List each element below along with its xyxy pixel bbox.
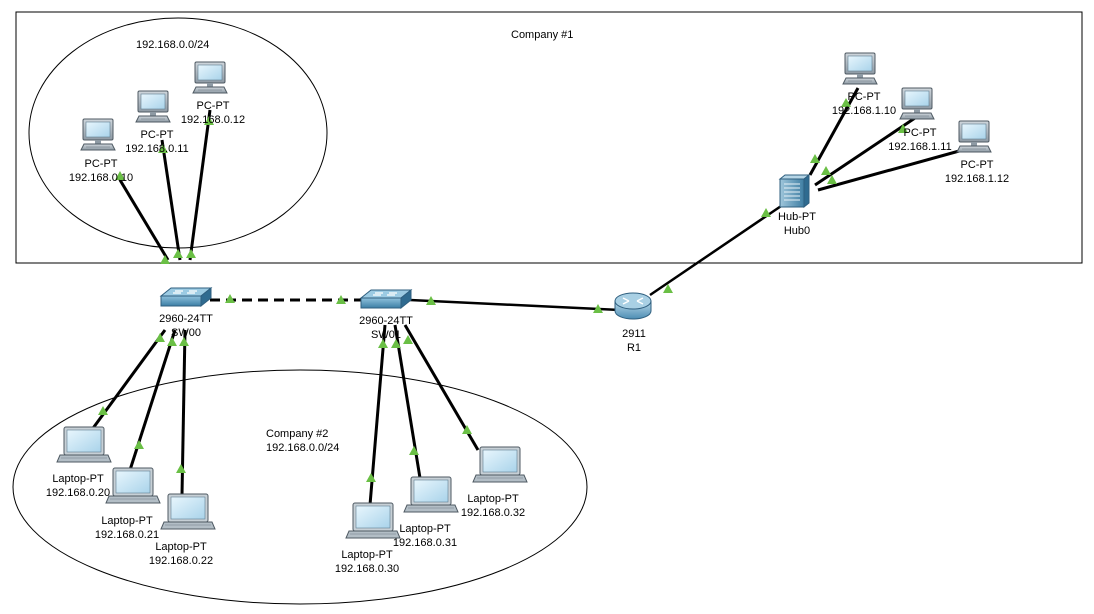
port-indicator bbox=[663, 284, 673, 293]
port-indicator bbox=[593, 304, 603, 313]
pc2-type-label: PC-PT bbox=[197, 100, 230, 112]
port-indicator bbox=[378, 339, 388, 348]
laptop-icon[interactable] bbox=[345, 502, 401, 539]
port-indicator bbox=[98, 406, 108, 415]
pc3-ip-label: 192.168.1.10 bbox=[832, 105, 896, 117]
port-indicator bbox=[225, 294, 235, 303]
port-status-indicators bbox=[98, 98, 908, 482]
pc1-ip-label: 192.168.0.11 bbox=[125, 143, 188, 155]
pc-icon[interactable] bbox=[192, 61, 228, 94]
network-ellipse-top bbox=[28, 17, 328, 249]
link-hub0-pc5 bbox=[817, 146, 971, 192]
port-indicator bbox=[403, 335, 413, 344]
pc-icon[interactable] bbox=[956, 120, 992, 153]
port-indicator bbox=[204, 116, 214, 125]
port-indicator bbox=[761, 208, 771, 217]
port-indicator bbox=[841, 98, 851, 107]
laptop-icon[interactable] bbox=[56, 426, 112, 463]
port-indicator bbox=[173, 249, 183, 258]
router-model-label: 2911 bbox=[622, 328, 646, 340]
port-indicator bbox=[160, 255, 170, 264]
port-indicator bbox=[176, 464, 186, 473]
port-indicator bbox=[115, 171, 125, 180]
links bbox=[86, 87, 971, 506]
lap3-ip-label: 192.168.0.30 bbox=[335, 563, 399, 575]
port-indicator bbox=[898, 124, 908, 133]
switch-icon[interactable] bbox=[360, 289, 412, 309]
lap2-type-label: Laptop-PT bbox=[155, 541, 207, 553]
pc1-type-label: PC-PT bbox=[141, 129, 174, 141]
company2-label: Company #2 bbox=[266, 428, 328, 440]
company1-label: Company #1 bbox=[511, 29, 573, 41]
pc2-ip-label: 192.168.0.12 bbox=[181, 114, 245, 126]
laptop-icon[interactable] bbox=[105, 467, 161, 504]
port-indicator bbox=[409, 446, 419, 455]
pc4-ip-label: 192.168.1.11 bbox=[888, 141, 951, 153]
lap4-type-label: Laptop-PT bbox=[399, 523, 451, 535]
hub0-name-label: Hub0 bbox=[784, 225, 810, 237]
lap2-ip-label: 192.168.0.22 bbox=[149, 555, 213, 567]
laptop-icon[interactable] bbox=[160, 493, 216, 530]
pc-icon[interactable] bbox=[135, 90, 171, 123]
port-indicator bbox=[366, 473, 376, 482]
lap3-type-label: Laptop-PT bbox=[341, 549, 393, 561]
port-indicator bbox=[821, 166, 831, 175]
link-sw1-lap3 bbox=[368, 324, 387, 506]
lap4-ip-label: 192.168.0.31 bbox=[393, 537, 457, 549]
sw1-name-label: SW01 bbox=[371, 329, 401, 341]
port-indicator bbox=[462, 425, 472, 434]
link-sw0-lap0 bbox=[86, 329, 167, 436]
hub-icon[interactable] bbox=[779, 174, 810, 208]
pc5-ip-label: 192.168.1.12 bbox=[945, 173, 1009, 185]
lap5-ip-label: 192.168.0.32 bbox=[461, 507, 525, 519]
sw1-model-label: 2960-24TT bbox=[359, 315, 413, 327]
port-indicator bbox=[155, 333, 165, 342]
network-label-top: 192.168.0.0/24 bbox=[136, 39, 209, 51]
company1-area bbox=[15, 11, 1083, 264]
sw0-model-label: 2960-24TT bbox=[159, 313, 213, 325]
laptop-icon[interactable] bbox=[403, 476, 459, 513]
switch-icon[interactable] bbox=[160, 287, 212, 307]
lap0-ip-label: 192.168.0.20 bbox=[46, 487, 110, 499]
link-pc0-sw0 bbox=[118, 179, 170, 261]
port-indicator bbox=[426, 296, 436, 305]
port-indicator bbox=[179, 337, 189, 346]
pc-icon[interactable] bbox=[842, 52, 878, 85]
hub0-type-label: Hub-PT bbox=[778, 211, 816, 223]
port-indicator bbox=[336, 295, 346, 304]
company2-network-label: 192.168.0.0/24 bbox=[266, 442, 339, 454]
port-indicator bbox=[134, 440, 144, 449]
pc0-ip-label: 192.168.0.10 bbox=[69, 172, 133, 184]
lap0-type-label: Laptop-PT bbox=[52, 473, 104, 485]
pc-icon[interactable] bbox=[899, 87, 935, 120]
port-indicator bbox=[158, 144, 168, 153]
link-sw1-r1 bbox=[409, 298, 621, 312]
port-indicator bbox=[810, 154, 820, 163]
link-pc2-sw0 bbox=[188, 109, 212, 261]
pc5-type-label: PC-PT bbox=[961, 159, 994, 171]
link-pc1-sw0 bbox=[160, 139, 182, 261]
port-indicator bbox=[167, 337, 177, 346]
sw0-name-label: SW00 bbox=[171, 327, 201, 339]
port-indicator bbox=[827, 175, 837, 184]
link-hub0-pc4 bbox=[814, 116, 916, 187]
laptop-icon[interactable] bbox=[472, 446, 528, 483]
lap5-type-label: Laptop-PT bbox=[467, 493, 519, 505]
pc0-type-label: PC-PT bbox=[85, 158, 118, 170]
lap1-ip-label: 192.168.0.21 bbox=[95, 529, 159, 541]
router-name-label: R1 bbox=[627, 342, 641, 354]
pc4-type-label: PC-PT bbox=[904, 127, 937, 139]
company2-ellipse bbox=[12, 369, 588, 605]
router-icon[interactable] bbox=[614, 292, 652, 320]
port-indicator bbox=[391, 339, 401, 348]
pc3-type-label: PC-PT bbox=[848, 91, 881, 103]
port-indicator bbox=[186, 249, 196, 258]
lap1-type-label: Laptop-PT bbox=[101, 515, 153, 527]
pc-icon[interactable] bbox=[80, 118, 116, 151]
